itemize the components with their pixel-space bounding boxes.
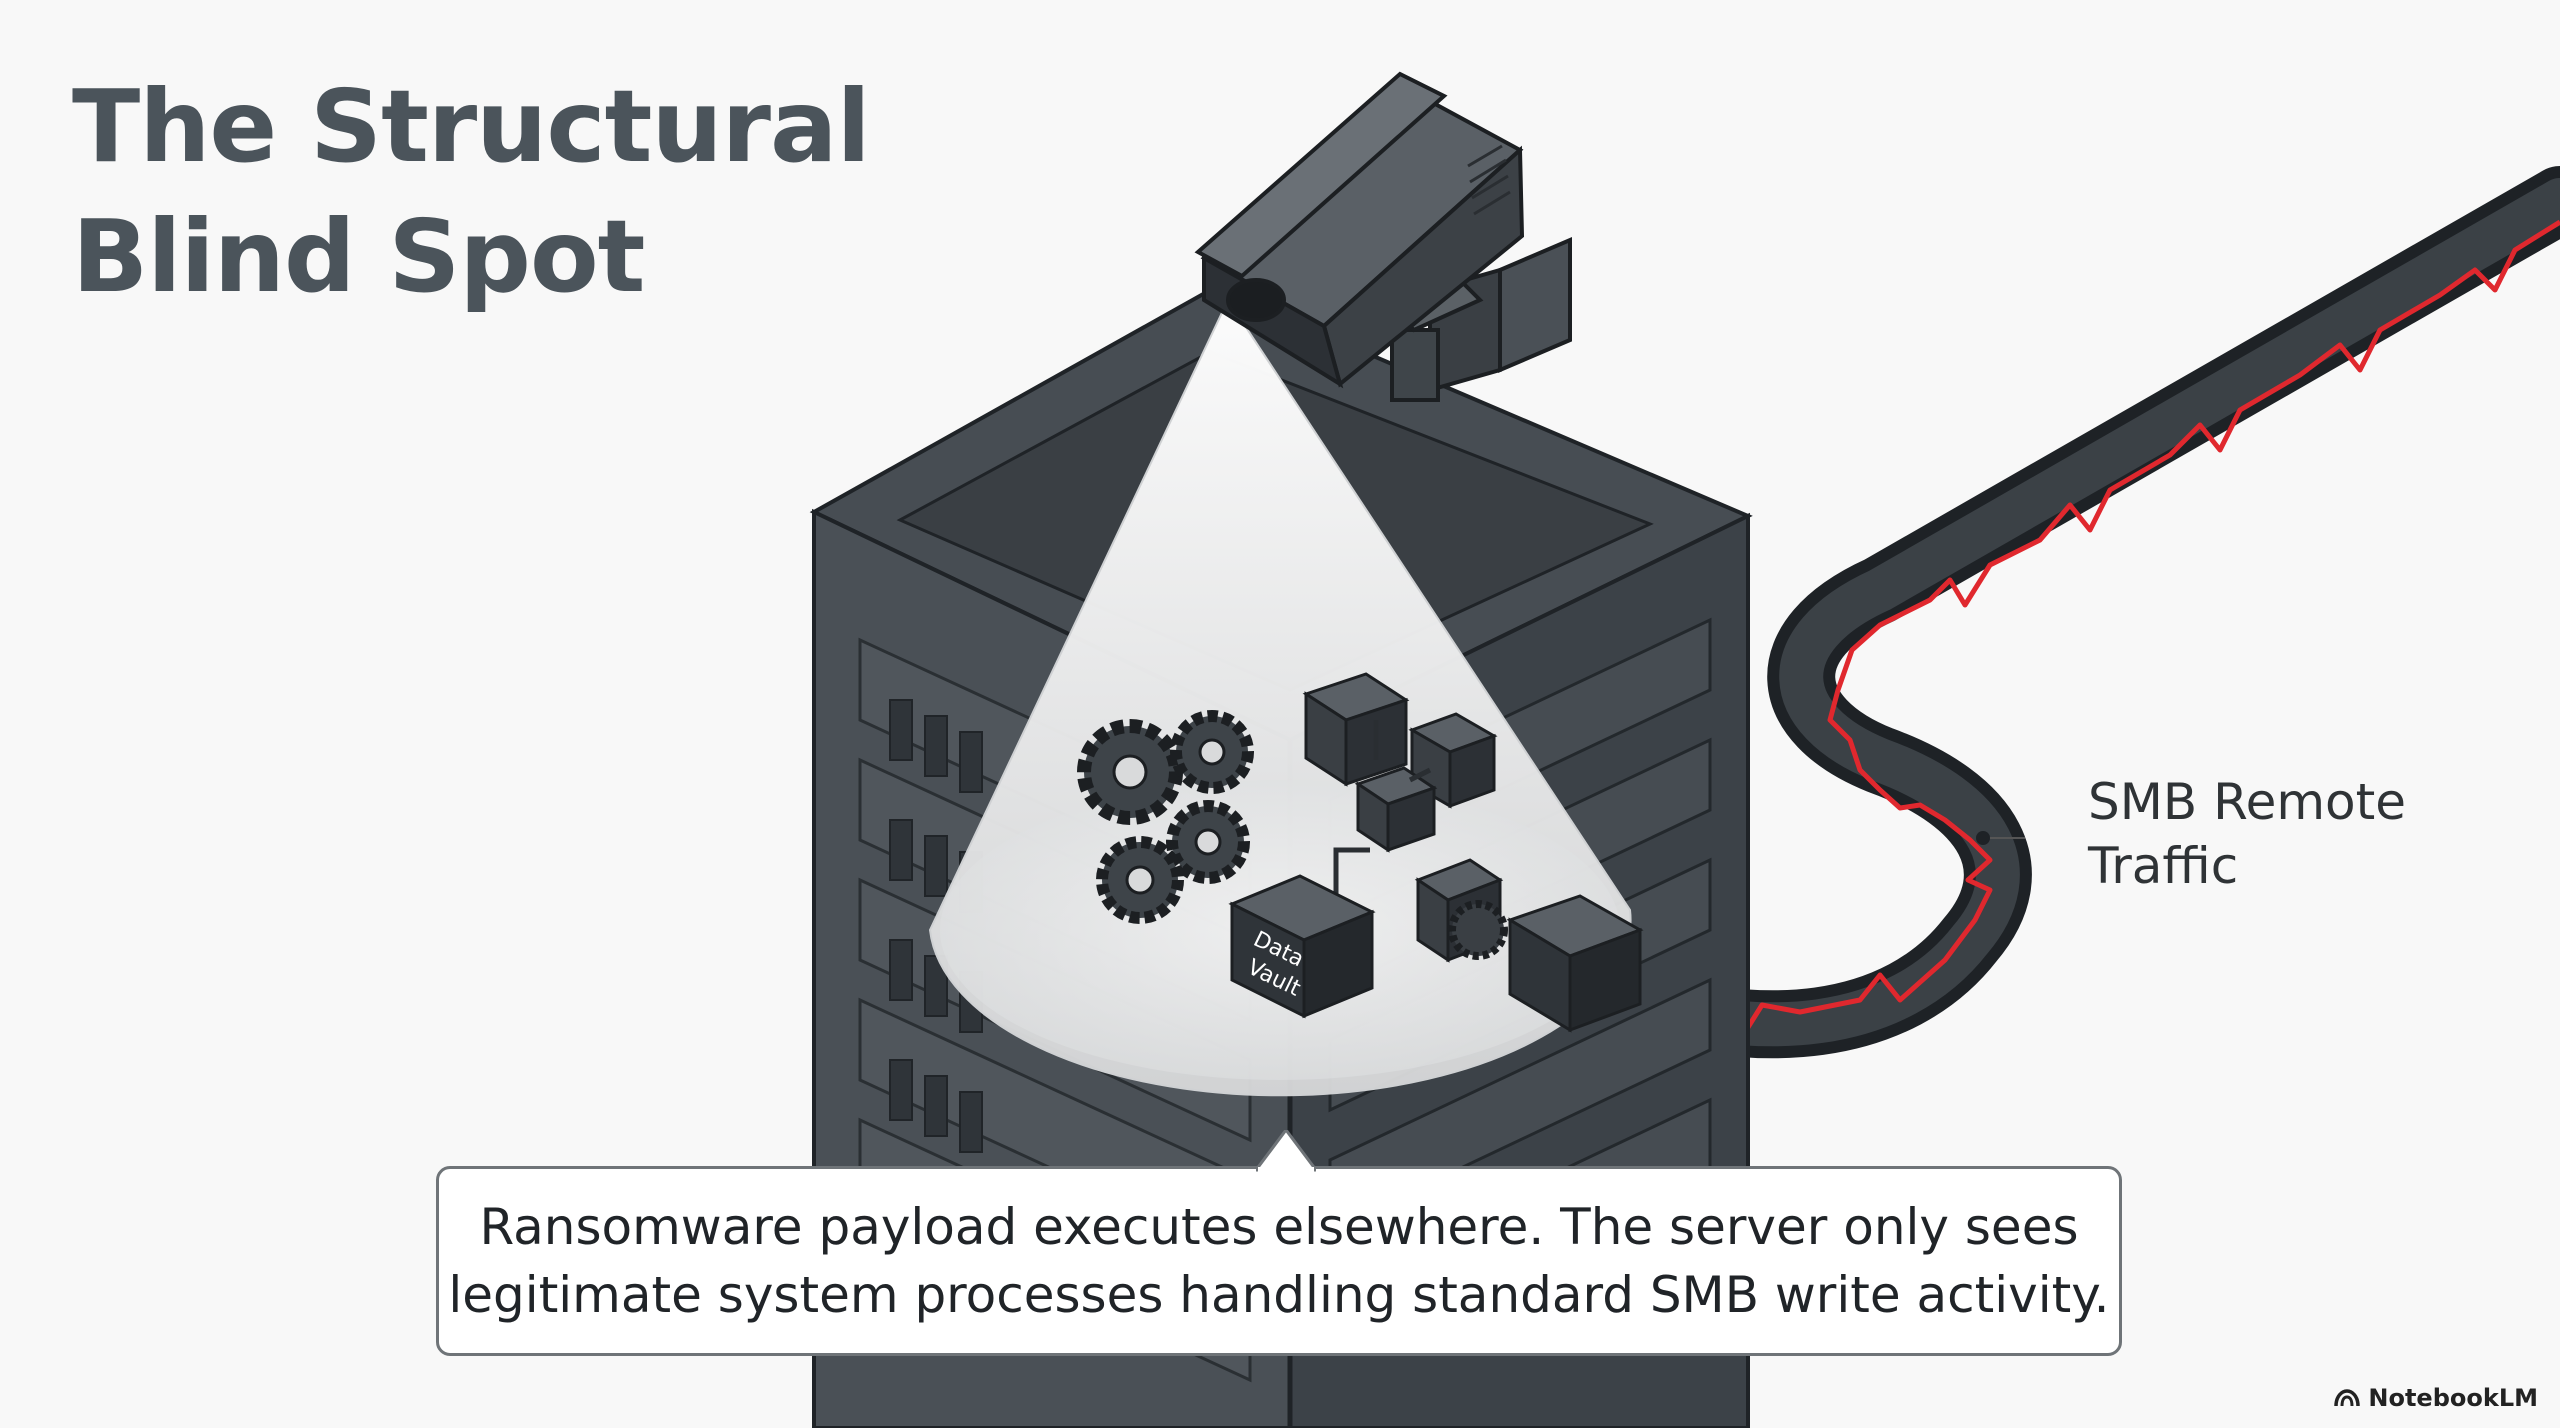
notebooklm-branding: NotebookLM bbox=[2334, 1384, 2538, 1412]
callout-line-1: Ransomware payload executes elsewhere. T… bbox=[479, 1193, 2078, 1261]
smb-label-line-2: Traffic bbox=[2088, 834, 2406, 898]
notebooklm-logo-icon bbox=[2334, 1388, 2360, 1408]
callout-line-2: legitimate system processes handling sta… bbox=[448, 1261, 2109, 1329]
smb-label-line-1: SMB Remote bbox=[2088, 770, 2406, 834]
smb-traffic-label: SMB Remote Traffic bbox=[2088, 770, 2406, 898]
callout-pointer bbox=[1256, 1130, 1316, 1172]
explanation-callout: Ransomware payload executes elsewhere. T… bbox=[436, 1166, 2122, 1356]
brand-name: NotebookLM bbox=[2368, 1384, 2538, 1412]
signal-line bbox=[1640, 222, 2560, 1040]
